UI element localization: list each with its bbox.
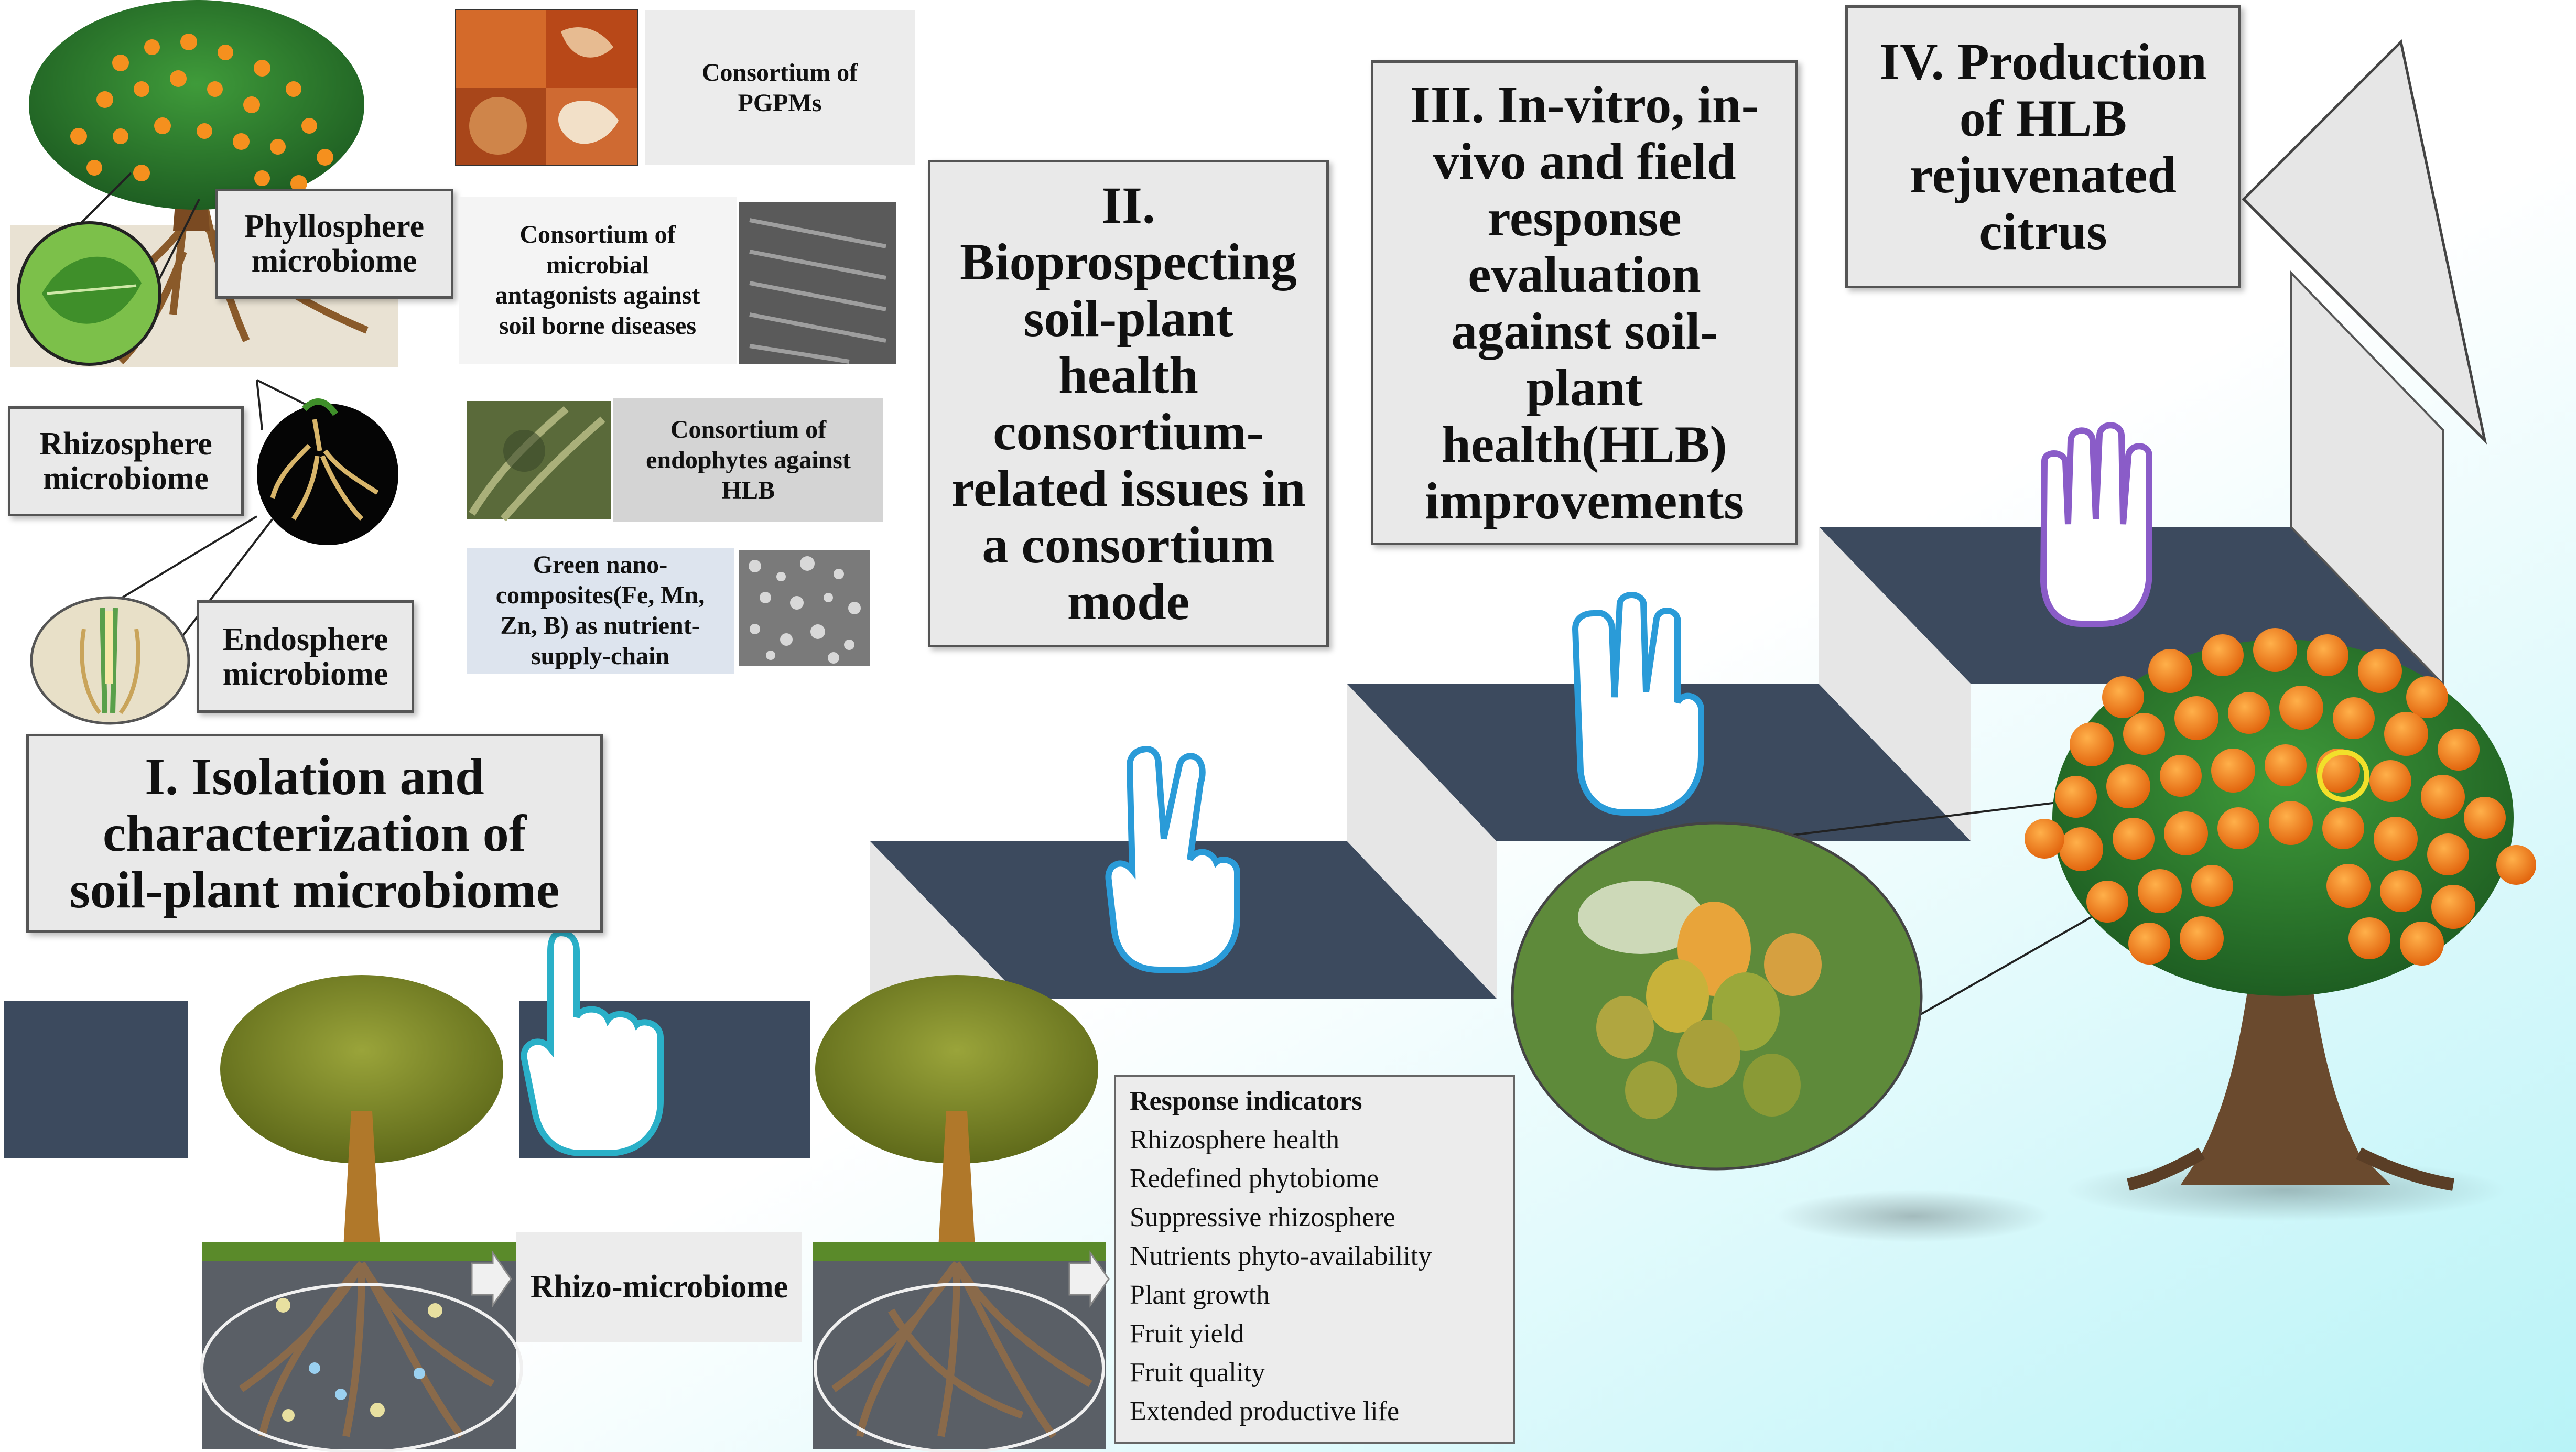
tree-after bbox=[813, 975, 1106, 1452]
rhizosphere-label: Rhizosphere microbiome bbox=[8, 406, 244, 516]
indicator-item: Nutrients phyto-availability bbox=[1130, 1241, 1432, 1271]
stage-2-line: Bioprospecting bbox=[960, 233, 1297, 291]
stage-1-title-line3: soil-plant microbiome bbox=[69, 861, 560, 919]
endosphere-label: Endosphere microbiome bbox=[197, 600, 414, 713]
nano-line: Green nano- bbox=[533, 551, 668, 579]
stage-2-line: consortium- bbox=[993, 403, 1264, 461]
stage-3-line: evaluation bbox=[1468, 245, 1701, 304]
antagonists-line: soil borne diseases bbox=[499, 312, 697, 340]
pgpm-consortium-label: Consortium of PGPMs bbox=[645, 10, 915, 165]
response-indicators-box: Response indicators Rhizosphere health R… bbox=[1114, 1075, 1515, 1444]
stage-2-title-box: II. Bioprospecting soil-plant health con… bbox=[928, 160, 1329, 647]
pgpm-line: Consortium of bbox=[701, 58, 858, 86]
indicator-item: Plant growth bbox=[1130, 1280, 1270, 1310]
step-2-riser bbox=[1347, 684, 1497, 999]
phyllosphere-line: microbiome bbox=[251, 243, 417, 279]
leaf-zoom bbox=[17, 172, 200, 366]
stage-4-title-box: IV. Production of HLB rejuvenated citrus bbox=[1845, 5, 2241, 288]
stage-2-line: health bbox=[1058, 346, 1198, 404]
stage-4-line: citrus bbox=[1979, 202, 2107, 261]
stage-3-line: health(HLB) bbox=[1442, 415, 1727, 473]
indicator-item: Rhizosphere health bbox=[1130, 1125, 1339, 1155]
stage-2-line: II. bbox=[1101, 176, 1155, 234]
pointing-hand-one-icon bbox=[521, 929, 664, 1156]
stage-3-line: response bbox=[1487, 188, 1682, 247]
stage-4-line: IV. Production bbox=[1879, 32, 2207, 91]
endosphere-line: microbiome bbox=[222, 656, 388, 692]
stage-1-title-box: I. Isolation and characterization of soi… bbox=[26, 734, 603, 933]
rhizosphere-line: microbiome bbox=[43, 461, 209, 496]
rhizo-microbiome-text: Rhizo-microbiome bbox=[530, 1269, 788, 1305]
endophytes-line: Consortium of bbox=[670, 415, 827, 443]
hand-three-icon bbox=[1572, 592, 1704, 816]
zoom-marker bbox=[2317, 750, 2369, 802]
stage-4-line: of HLB bbox=[1959, 89, 2127, 147]
root-zoom bbox=[30, 379, 398, 725]
stage-1-title-line2: characterization of bbox=[102, 804, 526, 862]
stage-3-line: vivo and field bbox=[1433, 132, 1736, 190]
endophytes-line: HLB bbox=[721, 476, 775, 504]
stage-2-line: a consortium bbox=[982, 516, 1275, 574]
stage-4-line: rejuvenated bbox=[1909, 146, 2177, 204]
nano-composites-label: Green nano- composites(Fe, Mn, Zn, B) as… bbox=[467, 548, 734, 674]
antagonist-thumbnail bbox=[739, 202, 896, 364]
indicator-item: Suppressive rhizosphere bbox=[1130, 1202, 1395, 1232]
rhizo-microbiome-label: Rhizo-microbiome bbox=[516, 1232, 802, 1342]
stage-2-line: soil-plant bbox=[1023, 289, 1233, 348]
citrus-tree-orange bbox=[1777, 628, 2536, 1242]
indicator-item: Fruit quality bbox=[1130, 1358, 1265, 1388]
response-indicators-heading: Response indicators bbox=[1130, 1086, 1362, 1116]
rhizosphere-line: Rhizosphere bbox=[39, 426, 212, 462]
indicator-item: Fruit yield bbox=[1130, 1319, 1244, 1349]
step-1-front bbox=[870, 841, 1022, 999]
step-3-riser bbox=[1819, 527, 1971, 841]
endosphere-line: Endosphere bbox=[222, 621, 388, 657]
hand-four-icon bbox=[2040, 422, 2152, 627]
nano-line: supply-chain bbox=[531, 642, 670, 670]
antagonists-line: antagonists against bbox=[495, 281, 700, 309]
stage-3-line: improvements bbox=[1424, 471, 1745, 530]
stage-2-line: related issues in bbox=[951, 459, 1306, 517]
endophytes-line: endophytes against bbox=[646, 446, 851, 474]
phyllosphere-line: Phyllosphere bbox=[244, 209, 425, 244]
staircase-arrow bbox=[4, 39, 2487, 1158]
peace-hand-two-icon bbox=[1105, 746, 1240, 973]
indicator-item: Redefined phytobiome bbox=[1130, 1164, 1379, 1194]
phyllosphere-label: Phyllosphere microbiome bbox=[215, 189, 453, 299]
nano-line: composites(Fe, Mn, bbox=[495, 581, 705, 609]
arrow-right-icon bbox=[471, 1250, 1110, 1308]
stage-3-title-box: III. In-vitro, in- vivo and field respon… bbox=[1371, 60, 1798, 545]
nano-line: Zn, B) as nutrient- bbox=[500, 612, 700, 640]
nano-thumbnail bbox=[739, 550, 870, 666]
stage-3-line: III. In-vitro, in- bbox=[1410, 75, 1759, 134]
stage-3-line: plant bbox=[1526, 358, 1643, 417]
antagonists-consortium-label: Consortium of microbial antagonists agai… bbox=[459, 197, 737, 364]
fruit-zoom bbox=[1511, 767, 2349, 1171]
pgpm-line: PGPMs bbox=[738, 89, 822, 117]
arrow-head bbox=[2242, 39, 2487, 445]
indicator-item: Extended productive life bbox=[1130, 1396, 1400, 1426]
antagonists-line: microbial bbox=[546, 251, 650, 279]
endophyte-thumbnail bbox=[467, 401, 611, 522]
antagonists-line: Consortium of bbox=[519, 221, 676, 248]
step-block-left bbox=[4, 1001, 188, 1158]
pgpm-thumbnail bbox=[455, 9, 638, 166]
stage-1-title-line1: I. Isolation and bbox=[145, 747, 484, 806]
stage-2-line: mode bbox=[1067, 572, 1190, 631]
stage-3-line: against soil- bbox=[1451, 301, 1718, 360]
endophytes-consortium-label: Consortium of endophytes against HLB bbox=[613, 398, 883, 522]
tree-before bbox=[200, 975, 523, 1452]
